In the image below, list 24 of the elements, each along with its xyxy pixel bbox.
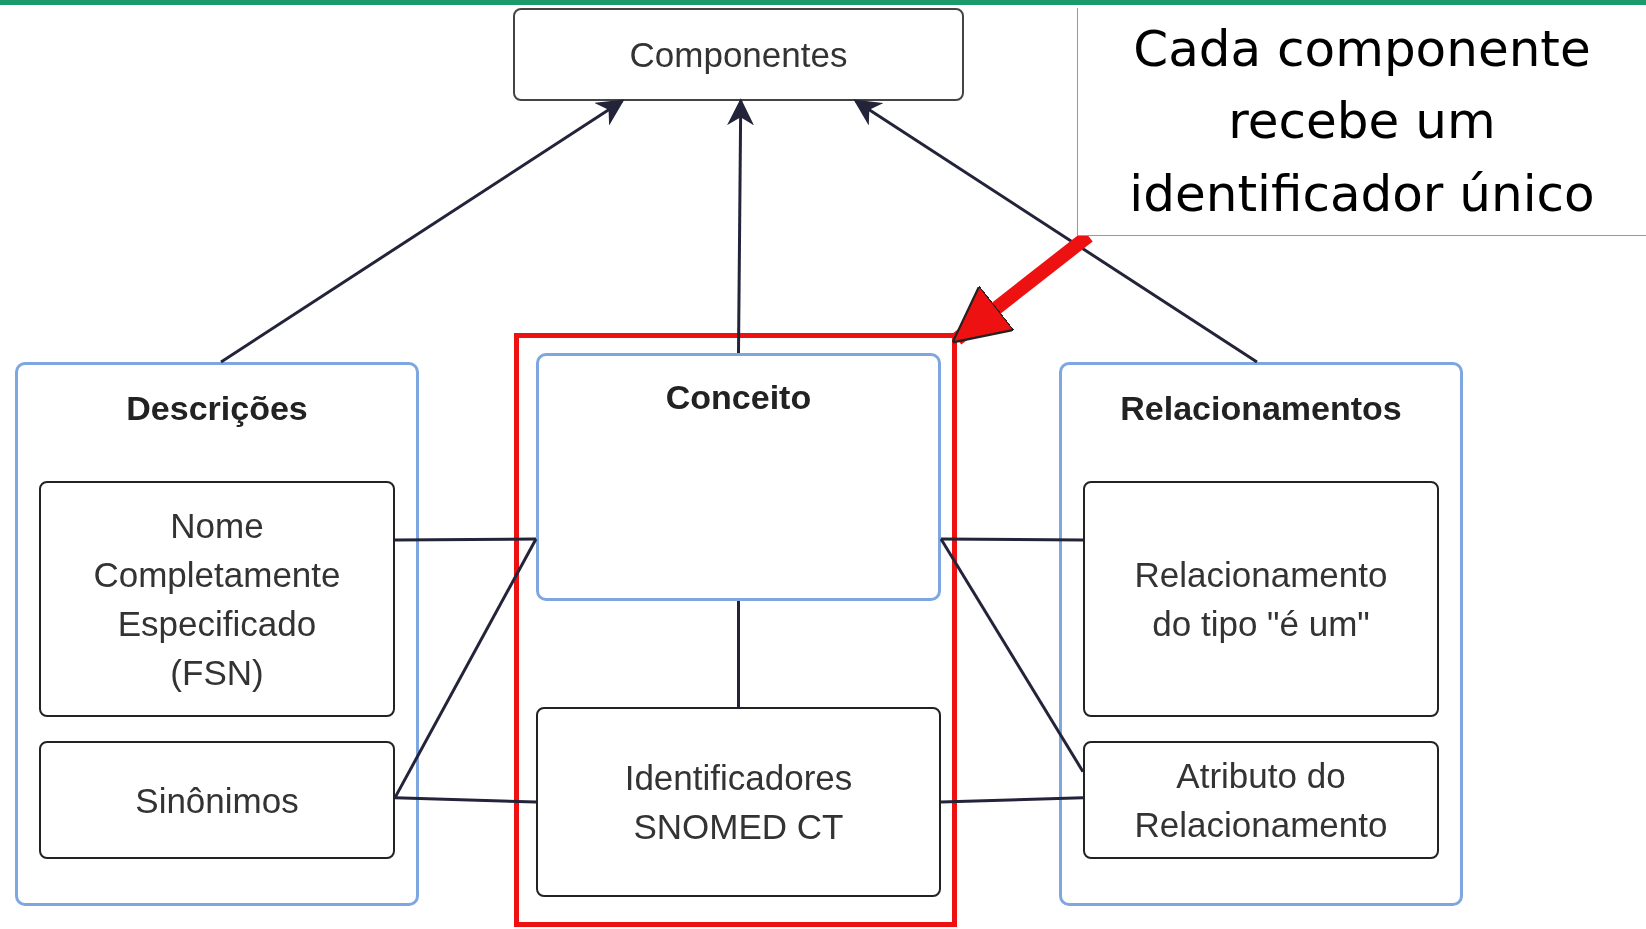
- label-box: Atributo do Relacionamento: [1083, 741, 1439, 859]
- label-box: Nome Completamente Especificado (FSN): [39, 481, 395, 717]
- group-title: Conceito: [664, 378, 813, 417]
- label-box: Relacionamento do tipo "é um": [1083, 481, 1439, 717]
- group-title: Relacionamentos: [1119, 389, 1403, 428]
- connector-line: [940, 796, 1084, 804]
- connector-line: [939, 538, 1085, 773]
- connector-line: [737, 601, 740, 707]
- label-box: Sinônimos: [39, 741, 395, 859]
- group-panel: [1059, 362, 1463, 906]
- component-box: Componentes: [513, 8, 964, 101]
- label-box: Identificadores SNOMED CT: [536, 707, 941, 897]
- arrow: [853, 99, 1258, 364]
- connector-line: [394, 796, 537, 804]
- group-panel: [536, 353, 941, 601]
- connector-line: [393, 538, 538, 799]
- callout-text: Cada componente recebe um identificador único: [1077, 8, 1646, 236]
- arrow: [220, 99, 625, 364]
- connector-line: [395, 537, 536, 542]
- highlight-frame: [514, 333, 957, 927]
- group-title: Descrições: [125, 389, 309, 428]
- arrow: [727, 98, 755, 353]
- group-panel: [15, 362, 419, 906]
- connector-line: [941, 537, 1083, 542]
